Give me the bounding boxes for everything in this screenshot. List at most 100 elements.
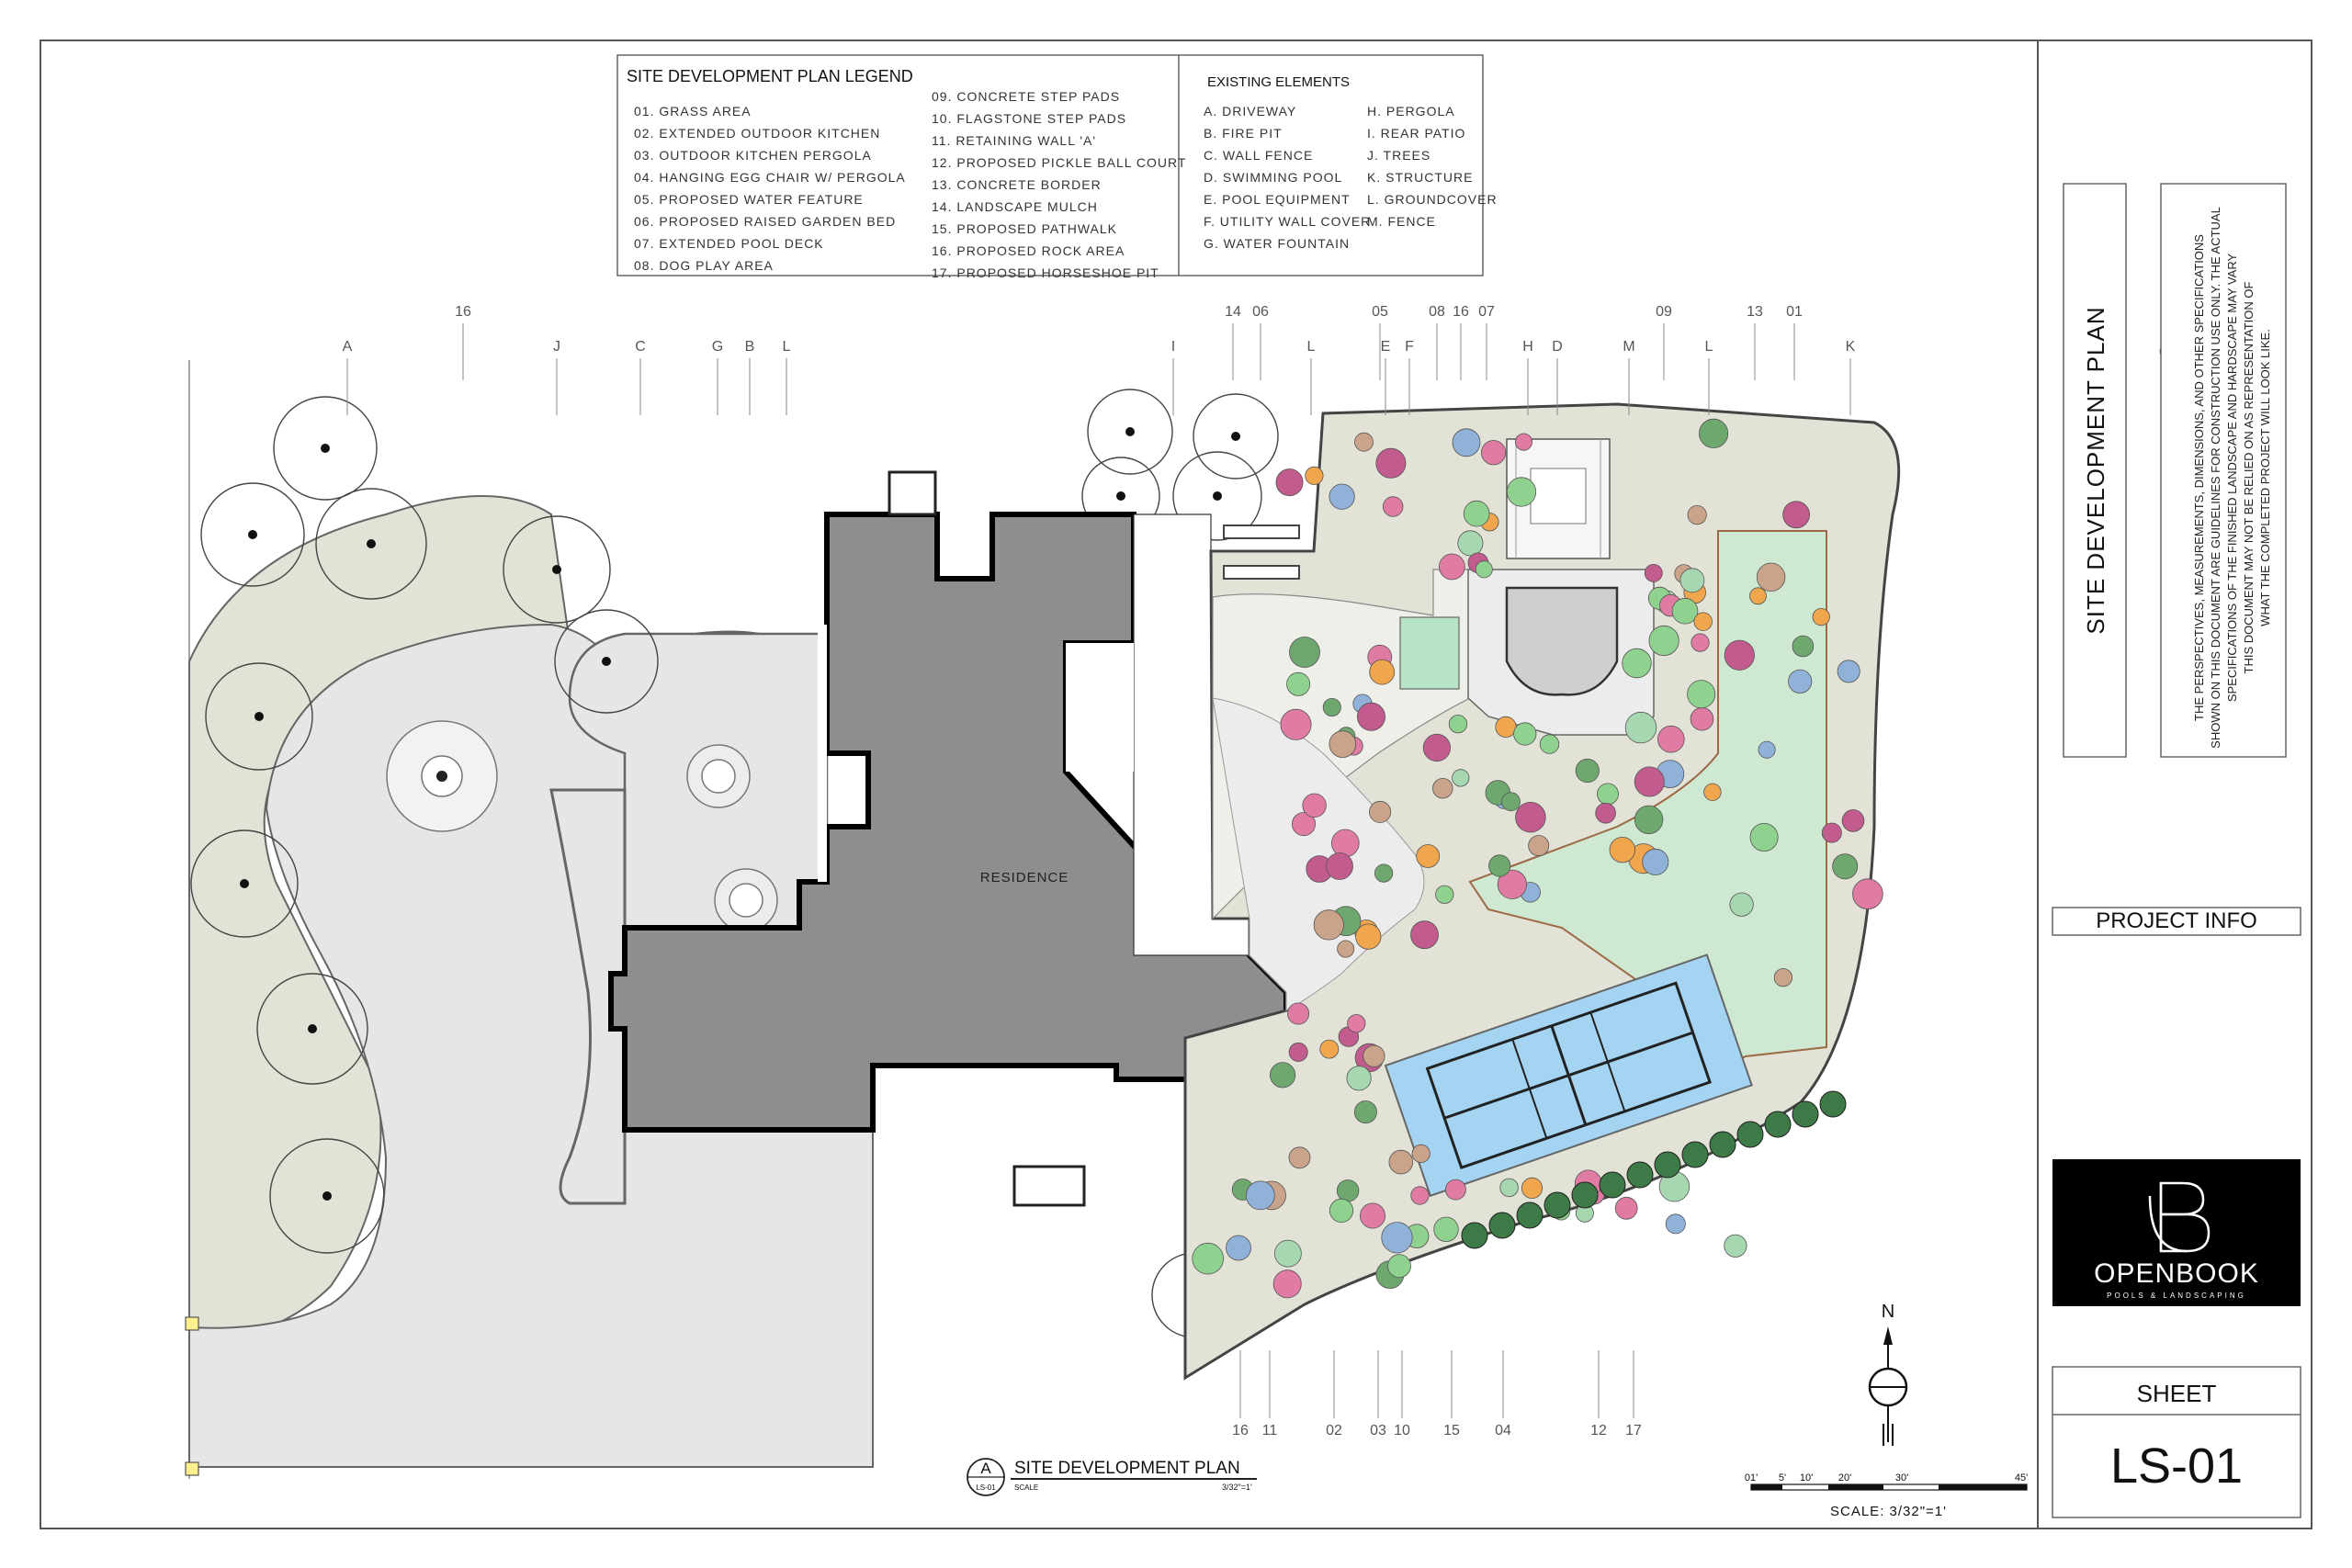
shrub [1347, 1014, 1366, 1033]
shrub [1609, 837, 1636, 863]
site-plan-drawing: RESIDENCE [185, 304, 2176, 1479]
detail-bubble-sheet: LS-01 [976, 1483, 996, 1492]
shrub [1575, 758, 1600, 784]
legend-item: 01. GRASS AREA [634, 104, 752, 118]
tree-canopy [503, 515, 611, 624]
legend-item: 06. PROPOSED RAISED GARDEN BED [634, 214, 896, 229]
shrub [1749, 587, 1767, 605]
hedge-plant [1571, 1181, 1599, 1209]
callout-label: 04 [1495, 1423, 1511, 1438]
shrub [1597, 783, 1619, 806]
legend-item: 09. CONCRETE STEP PADS [932, 89, 1120, 104]
shrub [1287, 1002, 1310, 1025]
drawing-scale-label: SCALE [1014, 1483, 1038, 1492]
shrub [1292, 812, 1317, 837]
shrub [1665, 1213, 1686, 1235]
tree-trunk [552, 565, 561, 574]
shrub [1690, 706, 1714, 731]
shrub [1788, 669, 1813, 694]
shrub [1792, 635, 1815, 658]
callout-label: L [783, 339, 791, 355]
shrub [1515, 433, 1533, 451]
survey-marker [185, 1461, 199, 1476]
legend-item: 14. LANDSCAPE MULCH [932, 199, 1098, 214]
drawing-title-text: SITE DEVELOPMENT PLAN [1014, 1459, 1240, 1478]
shrub [1353, 1100, 1377, 1124]
shrub [1360, 1202, 1386, 1229]
disclaimer-line: THIS DOCUMENT MAY NOT BE RELIED ON AS RE… [2242, 281, 2256, 673]
callout-label: F [1405, 339, 1414, 355]
shrub [1319, 1039, 1340, 1059]
existing-item: E. POOL EQUIPMENT [1204, 192, 1351, 207]
tree-trunk [1116, 491, 1125, 501]
shrub [1452, 769, 1470, 787]
shrub [1387, 1254, 1411, 1279]
driveway-area [188, 623, 874, 1468]
tree-canopy [205, 662, 313, 771]
shrub [1329, 730, 1357, 758]
detail-bubble-letter: A [980, 1460, 991, 1477]
shrub [1782, 501, 1810, 529]
scale-tick-label: 5' [1779, 1472, 1786, 1483]
existing-elements-title: EXISTING ELEMENTS [1207, 74, 1350, 90]
tree-canopy [269, 1138, 385, 1254]
shrub [1305, 466, 1324, 486]
legend-item: 04. HANGING EGG CHAIR W/ PERGOLA [634, 170, 906, 185]
shrub [1671, 597, 1699, 625]
scale-tick-label: 45' [2015, 1472, 2028, 1483]
legend-title: SITE DEVELOPMENT PLAN LEGEND [627, 67, 913, 85]
tree-trunk [240, 879, 249, 888]
project-info-label: PROJECT INFO [2096, 908, 2257, 933]
shrub [1289, 637, 1320, 668]
shrub [1326, 852, 1353, 880]
sheet-border [40, 39, 2312, 1529]
hedge-plant [1461, 1222, 1488, 1249]
shrub [1481, 440, 1507, 466]
legend-item: 05. PROPOSED WATER FEATURE [634, 192, 864, 207]
hedge-plant [1599, 1171, 1626, 1199]
sheet-box [2052, 1366, 2301, 1518]
tree-canopy [200, 482, 305, 587]
shrub [1463, 500, 1490, 527]
existing-item: A. DRIVEWAY [1204, 104, 1296, 118]
hedge-plant [1544, 1191, 1571, 1219]
residence-label: RESIDENCE [980, 870, 1069, 886]
callout-label: 03 [1370, 1423, 1386, 1438]
shrub [1515, 802, 1546, 833]
scale-tick-label: 01' [1745, 1472, 1758, 1483]
legend-item: 07. EXTENDED POOL DECK [634, 236, 824, 251]
sheet-heading-box [2063, 183, 2127, 758]
shrub [1369, 800, 1392, 823]
shrub [1270, 1062, 1296, 1089]
shrub [1275, 468, 1304, 497]
tree-trunk [1125, 427, 1135, 436]
callout-label: C [635, 339, 646, 355]
callout-label: I [1171, 339, 1175, 355]
shrub [1749, 823, 1779, 852]
callout-label: 09 [1656, 304, 1672, 320]
existing-item: F. UTILITY WALL COVER [1204, 214, 1371, 229]
shrub [1513, 722, 1537, 746]
shrub [1422, 733, 1452, 762]
legend-item: 02. EXTENDED OUTDOOR KITCHEN [634, 126, 880, 141]
disclaimer-line: THE PERSPECTIVES, MEASUREMENTS, DIMENSIO… [2192, 234, 2206, 721]
callout-label: 06 [1252, 304, 1269, 320]
shrub [1280, 708, 1312, 740]
scale-bar: 01'5'10'20'30'45' SCALE: 3/32"=1' [1745, 1472, 2028, 1519]
legend-item: 15. PROPOSED PATHWALK [932, 221, 1117, 236]
existing-item: B. FIRE PIT [1204, 126, 1283, 141]
shrub [1501, 792, 1521, 812]
shrub [1457, 530, 1484, 557]
legend-box: SITE DEVELOPMENT PLAN LEGEND 01. GRASS A… [616, 54, 1497, 280]
shrub [1452, 428, 1481, 457]
shrub [1521, 1177, 1544, 1200]
shrub [1687, 680, 1716, 709]
shrub [1435, 885, 1454, 904]
hedge-plant [1488, 1212, 1516, 1239]
hedge-plant [1516, 1201, 1544, 1229]
shrub [1286, 671, 1311, 696]
shrub [1288, 1042, 1308, 1062]
callout-label: D [1552, 339, 1563, 355]
tree-trunk [602, 657, 611, 666]
shrub [1703, 783, 1722, 802]
